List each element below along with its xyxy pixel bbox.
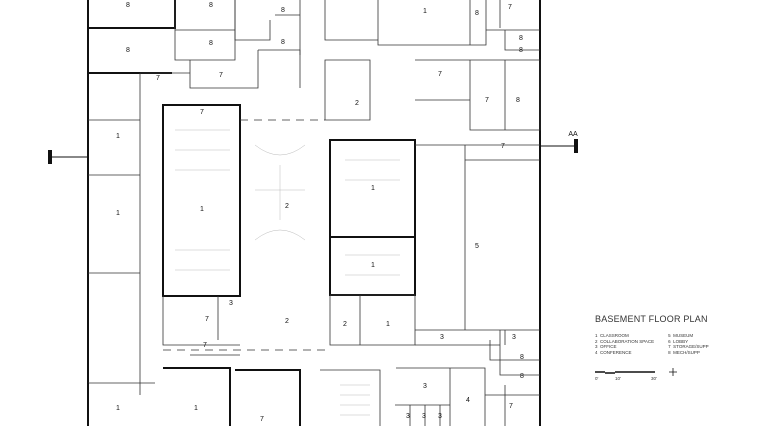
svg-text:1: 1 [194,405,198,412]
svg-text:5: 5 [475,243,479,250]
svg-text:2: 2 [285,203,289,210]
svg-text:8: 8 [520,354,524,361]
legend-item: 3 OFFICE [595,344,617,349]
svg-text:8: 8 [126,47,130,54]
svg-text:7: 7 [219,72,223,79]
svg-text:8: 8 [519,35,523,42]
svg-text:1: 1 [371,262,375,269]
svg-text:8: 8 [281,39,285,46]
plan-title: BASEMENT FLOOR PLAN [595,314,708,324]
svg-text:7: 7 [501,143,505,150]
legend-col-2: 5 MUSEUM 6 LOBBY 7 STORAGE/SUPP 8 MECH/S… [668,333,708,355]
svg-text:2: 2 [285,318,289,325]
legend-item: 8 MECH/SUPP [668,349,700,355]
section-marker-left [48,150,52,164]
scale-bar-graphic [595,368,677,376]
svg-text:7: 7 [438,71,442,78]
north-arrow-icon [669,368,677,376]
room-labels: 8 8 8 8 8 8 1 8 7 8 8 7 7 7 2 7 8 7 7 1 … [116,2,524,423]
svg-text:3: 3 [440,334,444,341]
svg-text:1: 1 [371,185,375,192]
legend-item: 7 STORAGE/SUPP [668,344,709,349]
legend-item: 6 LOBBY [668,338,689,344]
svg-text:8: 8 [281,7,285,14]
svg-text:1: 1 [116,405,120,412]
svg-text:8: 8 [209,2,213,9]
legend: BASEMENT FLOOR PLAN 1 CLASSROOM 2 COLLAB… [595,314,709,381]
legend-item: 1 CLASSROOM [595,333,629,338]
section-label: AA [568,131,578,138]
legend-col-1: 1 CLASSROOM 2 COLLABORATION SPACE 3 OFFI… [595,333,654,355]
svg-text:8: 8 [516,97,520,104]
exterior-wall [87,0,541,426]
svg-text:3: 3 [422,413,426,420]
legend-item: 4 CONFERENCE [595,349,632,355]
svg-text:7: 7 [508,4,512,11]
svg-text:3: 3 [512,334,516,341]
svg-text:1: 1 [200,206,204,213]
svg-text:8: 8 [520,373,524,380]
svg-text:7: 7 [156,75,160,82]
svg-text:4: 4 [466,397,470,404]
svg-text:2: 2 [355,100,359,107]
svg-text:1: 1 [386,321,390,328]
svg-text:1: 1 [423,8,427,15]
svg-text:8: 8 [519,47,523,54]
legend-item: 5 MUSEUM [668,333,694,338]
svg-text:2: 2 [343,321,347,328]
svg-text:3: 3 [406,413,410,420]
svg-text:7: 7 [203,342,207,349]
svg-text:7: 7 [260,416,264,423]
svg-text:8: 8 [209,40,213,47]
svg-text:3: 3 [423,383,427,390]
svg-text:3: 3 [438,413,442,420]
svg-text:8: 8 [475,10,479,17]
scale-bar: 0' 10' 30' [595,368,695,381]
svg-text:1: 1 [116,133,120,140]
svg-text:3: 3 [229,300,233,307]
svg-text:7: 7 [205,316,209,323]
svg-text:7: 7 [509,403,513,410]
svg-text:8: 8 [126,2,130,9]
svg-text:7: 7 [485,97,489,104]
section-marker-right [574,139,578,153]
legend-item: 2 COLLABORATION SPACE [595,338,655,344]
svg-text:7: 7 [200,109,204,116]
svg-text:1: 1 [116,210,120,217]
